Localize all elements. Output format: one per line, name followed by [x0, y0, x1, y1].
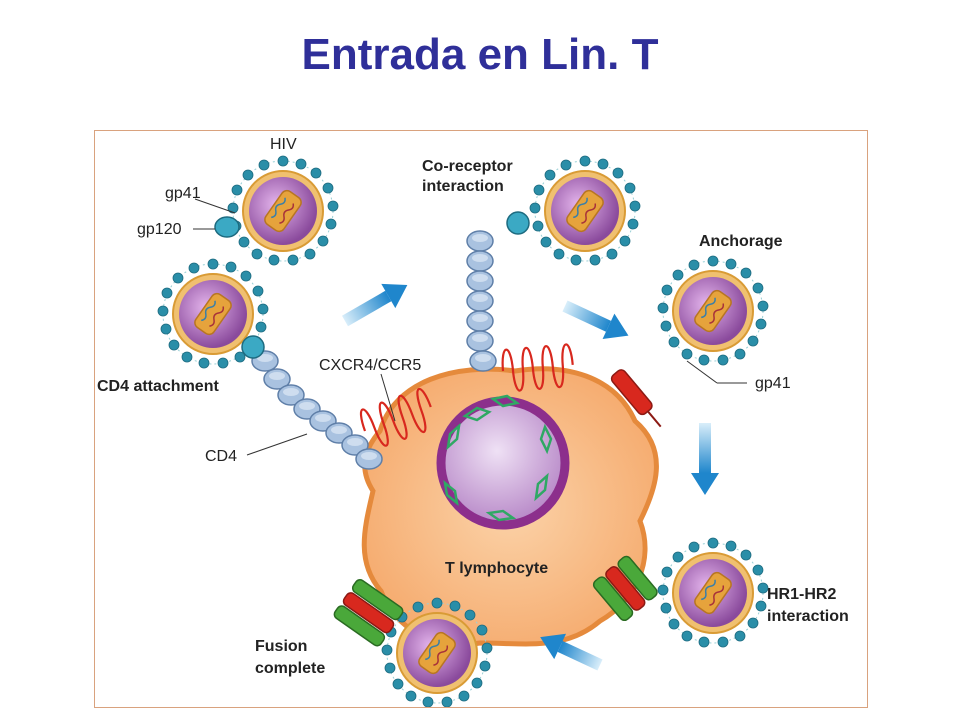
fusion-helix-bundle — [333, 579, 404, 647]
hiv-entry-diagram: HIV gp41 gp120 CD4 attachment CD4 Co-rec… — [94, 130, 868, 708]
hiv-virion-top — [227, 155, 339, 266]
arrow-step3-to-4 — [691, 423, 719, 495]
label-cd4: CD4 — [205, 448, 237, 465]
cd4-receptor-coreceptor — [466, 211, 530, 372]
label-coreceptor-line2: interaction — [422, 178, 504, 195]
nucleus — [436, 394, 570, 530]
cd4-receptor-attachment — [241, 335, 383, 470]
label-t-lymphocyte: T lymphocyte — [445, 560, 548, 577]
label-cxcr4-ccr5: CXCR4/CCR5 — [319, 357, 421, 374]
hiv-virion-anchorage — [657, 255, 769, 366]
arrow-step4-to-5 — [540, 633, 603, 671]
arrow-step1-to-2 — [342, 283, 408, 327]
gp120-glycoprotein — [214, 216, 240, 238]
arrow-step2-to-3 — [562, 300, 629, 339]
label-fusion-line2: complete — [255, 660, 325, 677]
label-coreceptor-line1: Co-receptor — [422, 158, 513, 175]
label-hr-line2: interaction — [767, 608, 849, 625]
label-hr-line1: HR1-HR2 — [767, 586, 836, 603]
hr-helix-bundle — [592, 555, 658, 622]
label-fusion-line1: Fusion — [255, 638, 307, 655]
hiv-virion-hr — [657, 537, 769, 648]
label-gp41-anchor: gp41 — [755, 375, 791, 392]
diagram-canvas: HIV gp41 gp120 CD4 attachment CD4 Co-rec… — [97, 136, 849, 707]
label-hiv: HIV — [270, 136, 297, 153]
label-gp41: gp41 — [165, 185, 201, 202]
hiv-virion-coreceptor — [529, 155, 641, 266]
label-anchorage: Anchorage — [699, 233, 783, 250]
label-cd4-attachment: CD4 attachment — [97, 378, 219, 395]
slide-title: Entrada en Lin. T — [301, 30, 659, 79]
gp41-anchor-spike — [610, 369, 662, 428]
label-gp120: gp120 — [137, 221, 182, 238]
